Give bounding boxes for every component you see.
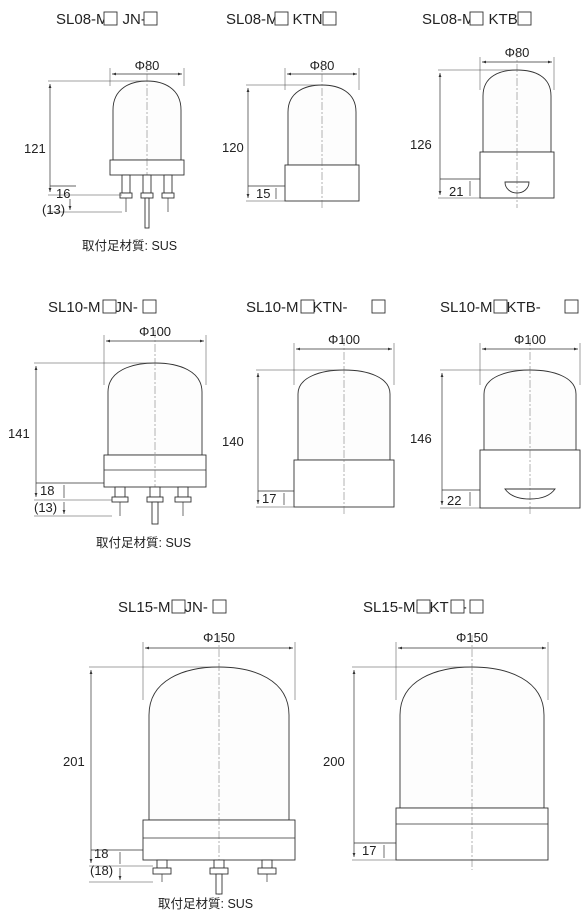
mounting-legs	[119, 174, 175, 229]
height-label: 121	[24, 141, 46, 156]
mounting-material-note: 取付足材質: SUS	[82, 238, 177, 253]
leg-height-label: (13)	[42, 202, 65, 217]
placeholder-box-icon	[102, 299, 117, 314]
height-label: 126	[410, 137, 432, 152]
placeholder-box-icon	[469, 11, 484, 26]
placeholder-box-icon	[142, 299, 157, 314]
height-label: 201	[63, 754, 85, 769]
height-label: 120	[222, 140, 244, 155]
placeholder-box-icon	[322, 11, 337, 26]
height-label: 140	[222, 434, 244, 449]
base-height-label: 15	[256, 186, 270, 201]
placeholder-box-icon	[371, 299, 386, 314]
leg-height-label: (13)	[34, 500, 57, 515]
placeholder-box-icon	[517, 11, 532, 26]
mounting-legs	[152, 859, 277, 895]
base-height-label: 18	[94, 846, 108, 861]
placeholder-box-icon	[300, 299, 315, 314]
leg-height-label: (18)	[90, 863, 113, 878]
placeholder-box-icon	[493, 299, 508, 314]
base-height-label: 16	[56, 186, 70, 201]
placeholder-box-icon	[450, 599, 465, 614]
mounting-legs	[111, 486, 192, 525]
height-label: 200	[323, 754, 345, 769]
placeholder-box-icon	[212, 599, 227, 614]
dome-cover	[287, 84, 357, 166]
placeholder-box-icon	[103, 11, 118, 26]
mounting-material-note: 取付足材質: SUS	[96, 535, 191, 550]
placeholder-box-icon	[171, 599, 186, 614]
mounting-material-note: 取付足材質: SUS	[158, 896, 253, 911]
base-height-label: 17	[362, 843, 376, 858]
placeholder-box-icon	[469, 599, 484, 614]
base-height-label: 22	[447, 493, 461, 508]
placeholder-box-icon	[564, 299, 579, 314]
base-height-label: 17	[262, 491, 276, 506]
placeholder-box-icon	[416, 599, 431, 614]
height-label: 141	[8, 426, 30, 441]
height-label: 146	[410, 431, 432, 446]
placeholder-box-icon	[143, 11, 158, 26]
base-height-label: 18	[40, 483, 54, 498]
model-sl15-kt: SL15-MKT- Φ150 200 17	[323, 599, 549, 870]
base-height-label: 21	[449, 184, 463, 199]
placeholder-box-icon	[274, 11, 289, 26]
base-housing	[142, 819, 296, 861]
